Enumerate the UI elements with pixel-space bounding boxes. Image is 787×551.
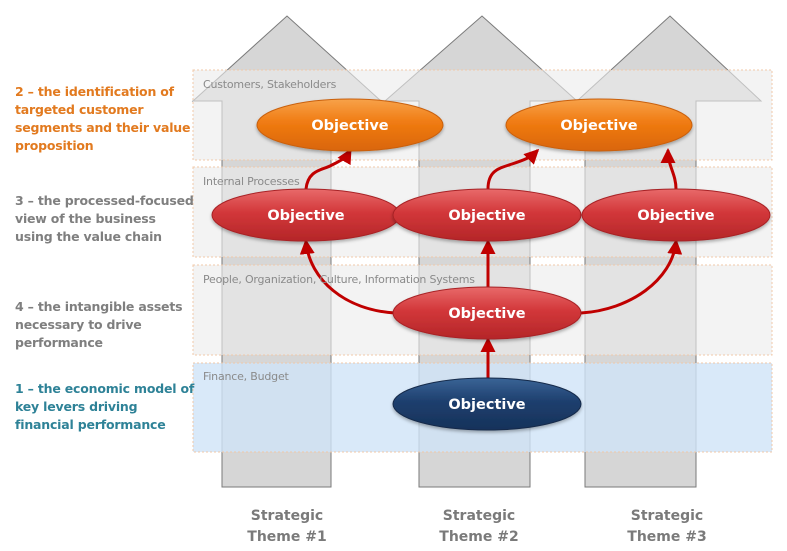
theme-label-line2: Theme #3 [627, 529, 707, 545]
objective-label: Objective [448, 208, 525, 224]
band-label-internal-processes: Internal Processes [203, 175, 300, 188]
theme-label-1: Strategic Theme #1 [227, 506, 347, 548]
theme-label-line2: Theme #2 [439, 529, 519, 545]
theme-label-line2: Theme #1 [247, 529, 327, 545]
connector-process3-to-customer2 [660, 148, 678, 191]
side-label-people: 4 – the intangible assets necessary to d… [15, 299, 183, 350]
objective-customer-1[interactable]: Objective [256, 98, 444, 152]
objective-people[interactable]: Objective [392, 286, 582, 340]
objective-label: Objective [448, 306, 525, 322]
connector-people-to-process3 [579, 239, 683, 315]
objective-label: Objective [560, 118, 637, 134]
connector-process1-to-customer1 [304, 148, 352, 191]
theme-label-3: Strategic Theme #3 [607, 506, 727, 548]
band-label-customers: Customers, Stakeholders [203, 78, 337, 91]
objective-label: Objective [637, 208, 714, 224]
objective-process-3[interactable]: Objective [581, 188, 771, 242]
objective-label: Objective [267, 208, 344, 224]
theme-label-line1: Strategic [630, 508, 704, 524]
side-label-customer: 2 – the identification of targeted custo… [15, 84, 191, 153]
connector-people-to-process1 [299, 239, 397, 315]
connector-process2-to-customer2 [486, 148, 540, 191]
objective-process-2[interactable]: Objective [392, 188, 582, 242]
band-label-people: People, Organization, Culture, Informati… [203, 273, 475, 286]
side-label-finance: 1 – the economic model of key levers dri… [15, 381, 195, 432]
objective-customer-2[interactable]: Objective [505, 98, 693, 152]
objective-label: Objective [448, 397, 525, 413]
theme-label-line1: Strategic [442, 508, 516, 524]
objective-finance[interactable]: Objective [392, 377, 582, 431]
band-label-finance: Finance, Budget [203, 370, 289, 383]
theme-label-line1: Strategic [250, 508, 324, 524]
objective-label: Objective [311, 118, 388, 134]
theme-label-2: Strategic Theme #2 [419, 506, 539, 548]
objective-process-1[interactable]: Objective [211, 188, 401, 242]
side-label-process: 3 – the processed-focused view of the bu… [15, 193, 194, 244]
